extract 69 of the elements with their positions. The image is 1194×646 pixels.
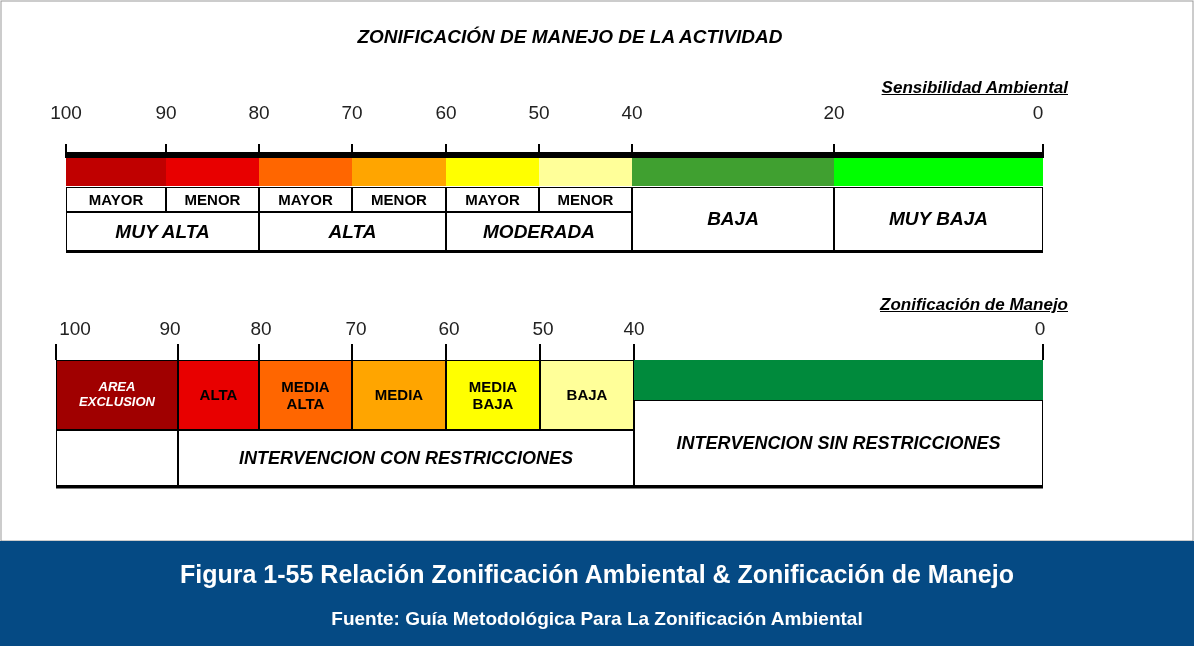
- color-bar: [634, 360, 1043, 400]
- zone-label: AREA EXCLUSION: [78, 380, 156, 410]
- tick-label: 50: [532, 318, 554, 340]
- color-bar: [166, 158, 259, 186]
- tick-label: 70: [345, 318, 367, 340]
- zone-cell: [166, 187, 259, 212]
- zone-label: MENOR: [556, 190, 615, 209]
- zone-label: MEDIA BAJA: [467, 377, 519, 413]
- zone-label: MENOR: [183, 190, 242, 209]
- zone-label: MEDIA: [373, 386, 425, 404]
- zone-cell: [834, 187, 1043, 251]
- color-bar: [446, 158, 539, 186]
- tick-label: 20: [823, 102, 845, 124]
- zone-cell: [259, 187, 352, 212]
- zone-cell: [446, 212, 632, 251]
- zone-cell: [352, 360, 446, 430]
- zone-cell: [56, 360, 178, 430]
- zone-label: INTERVENCION SIN RESTRICCIONES: [675, 432, 1002, 454]
- tick-label: 70: [341, 102, 363, 124]
- zone-cell: [259, 212, 446, 251]
- zone-label: MODERADA: [482, 220, 596, 243]
- zone-label: ALTA: [327, 220, 378, 243]
- tick-label: 60: [438, 318, 460, 340]
- zone-cell: [352, 187, 446, 212]
- zone-label: BAJA: [565, 386, 609, 404]
- zone-label: MEDIA ALTA: [280, 377, 331, 413]
- tick-label: 40: [621, 102, 643, 124]
- zone-label: INTERVENCION CON RESTRICCIONES: [238, 447, 574, 469]
- zone-cell: [259, 360, 352, 430]
- zone-cell: [66, 187, 166, 212]
- zone-cell: [178, 430, 634, 486]
- source-note: Fuente: Guía Metodológica Para La Zonificación Ambiental: [331, 608, 863, 630]
- tick-label: 0: [1034, 318, 1046, 340]
- color-bar: [834, 158, 1043, 186]
- tick-label: 50: [528, 102, 550, 124]
- tick-label: 90: [155, 102, 177, 124]
- tick-label: 80: [250, 318, 272, 340]
- zone-cell: [178, 360, 259, 430]
- zone-cell: [539, 187, 632, 212]
- tick-label: 100: [50, 102, 82, 124]
- tick-label: 0: [1032, 102, 1044, 124]
- color-bar: [632, 158, 834, 186]
- tick-label: 40: [623, 318, 645, 340]
- zone-label: MUY ALTA: [114, 220, 211, 243]
- zone-label: MAYOR: [464, 190, 521, 209]
- zone-cell: [446, 187, 539, 212]
- color-bar: [352, 158, 446, 186]
- zone-cell: [66, 212, 259, 251]
- color-bar: [259, 158, 352, 186]
- zone-label: MAYOR: [277, 190, 334, 209]
- scale-heading: Zonificación de Manejo: [880, 295, 1068, 315]
- tick-label: 100: [59, 318, 91, 340]
- zone-cell: [540, 360, 634, 430]
- zone-label: MUY BAJA: [888, 208, 989, 230]
- tick-label: 90: [159, 318, 181, 340]
- tick-label: 80: [248, 102, 270, 124]
- zone-label: ALTA: [198, 386, 239, 404]
- color-bar: [539, 158, 632, 186]
- zone-cell: [446, 360, 540, 430]
- scale-heading: Sensibilidad Ambiental: [881, 78, 1068, 98]
- figure-caption: Figura 1-55 Relación Zonificación Ambiental & Zonificación de Manejo: [180, 560, 1014, 589]
- zone-label: MAYOR: [87, 190, 145, 209]
- zone-label: MENOR: [370, 190, 428, 209]
- zone-cell: [634, 400, 1043, 486]
- zone-label: BAJA: [706, 208, 760, 230]
- tick-label: 60: [435, 102, 457, 124]
- diagram-title: ZONIFICACIÓN DE MANEJO DE LA ACTIVIDAD: [356, 26, 784, 48]
- color-bar: [66, 158, 166, 186]
- zone-cell: [632, 187, 834, 251]
